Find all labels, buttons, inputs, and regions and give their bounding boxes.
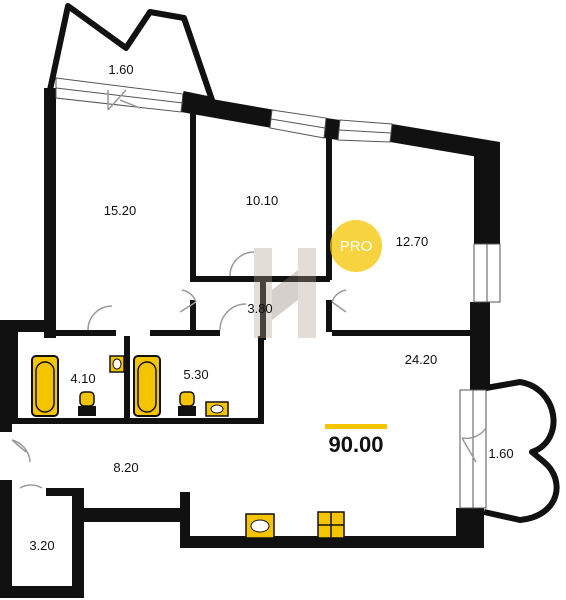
total-area: 90.00	[328, 432, 383, 457]
area-bath-2: 5.30	[183, 367, 208, 382]
toilet-icon	[178, 391, 196, 416]
balcony-top-outline	[47, 3, 215, 103]
area-room-left: 15.20	[104, 203, 137, 218]
area-bath-1: 4.10	[70, 371, 95, 386]
area-balcony-right: 1.60	[488, 446, 513, 461]
pro-badge: PRO	[330, 220, 382, 272]
pro-badge-text: PRO	[340, 238, 373, 255]
balcony-right-outline	[483, 379, 560, 523]
bathtub-icon	[133, 355, 161, 417]
total-area-underline	[325, 424, 387, 429]
area-balcony-top: 1.60	[108, 62, 133, 77]
doors	[11, 89, 487, 489]
area-room-middle: 10.10	[246, 193, 279, 208]
area-storage: 3.20	[29, 538, 54, 553]
area-hall-small: 3.80	[247, 301, 272, 316]
toilet-icon	[78, 391, 96, 416]
windows	[55, 77, 501, 509]
sink-icon	[205, 401, 229, 417]
stove-icon	[317, 511, 345, 539]
area-kitchen-living: 24.20	[405, 352, 438, 367]
bathtub-icon	[31, 355, 59, 417]
sink-icon	[109, 355, 125, 373]
area-room-right: 12.70	[396, 234, 429, 249]
area-corridor: 8.20	[113, 460, 138, 475]
interior-walls	[12, 110, 474, 424]
watermark-logo	[254, 248, 316, 338]
exterior-walls	[0, 88, 500, 598]
kitchen-sink-icon	[245, 513, 275, 539]
